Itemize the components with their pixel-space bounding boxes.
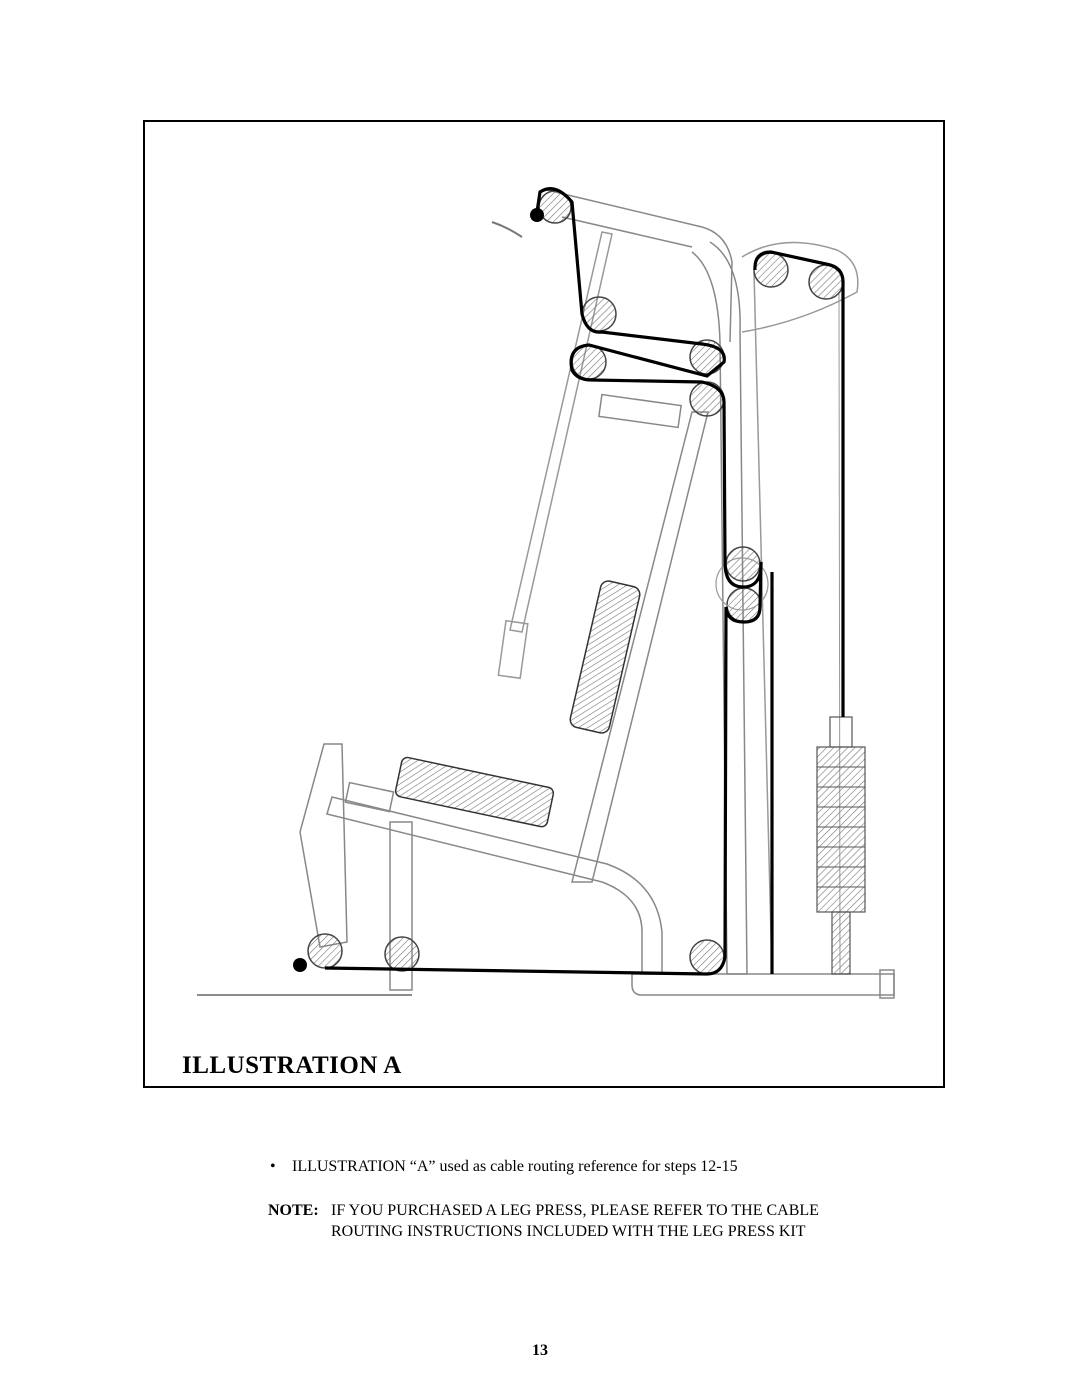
- bullet-marker: •: [270, 1158, 276, 1175]
- page-number: 13: [532, 1342, 548, 1359]
- backrest-pad: [569, 580, 641, 734]
- cable-end-top: [530, 208, 544, 222]
- cable-end-bottom: [293, 958, 307, 972]
- top-arm: [546, 189, 733, 343]
- bullet-text: ILLUSTRATION “A” used as cable routing r…: [292, 1158, 738, 1175]
- leg-extension-arm: [299, 743, 348, 948]
- bullet-note: • ILLUSTRATION “A” used as cable routing …: [270, 1158, 738, 1176]
- base-end-cap: [879, 969, 895, 999]
- upper-bar: [598, 393, 682, 429]
- note-text: IF YOU PURCHASED A LEG PRESS, PLEASE REF…: [331, 1202, 819, 1240]
- illustration-title: ILLUSTRATION A: [182, 1052, 402, 1079]
- illustration-frame: ILLUSTRATION A: [143, 120, 945, 1088]
- main-upright: [691, 241, 748, 975]
- pulleys: [307, 190, 844, 975]
- seat-pad: [394, 756, 555, 828]
- weight-stack: [816, 716, 866, 975]
- base-rail: [631, 973, 895, 996]
- note-label: NOTE:: [268, 1202, 319, 1219]
- weight-tower-top: [741, 241, 859, 333]
- cable-routing: [324, 187, 845, 976]
- press-arm: [509, 231, 613, 633]
- home-gym-cable-diagram: [197, 187, 895, 999]
- seat-frame: [326, 796, 663, 975]
